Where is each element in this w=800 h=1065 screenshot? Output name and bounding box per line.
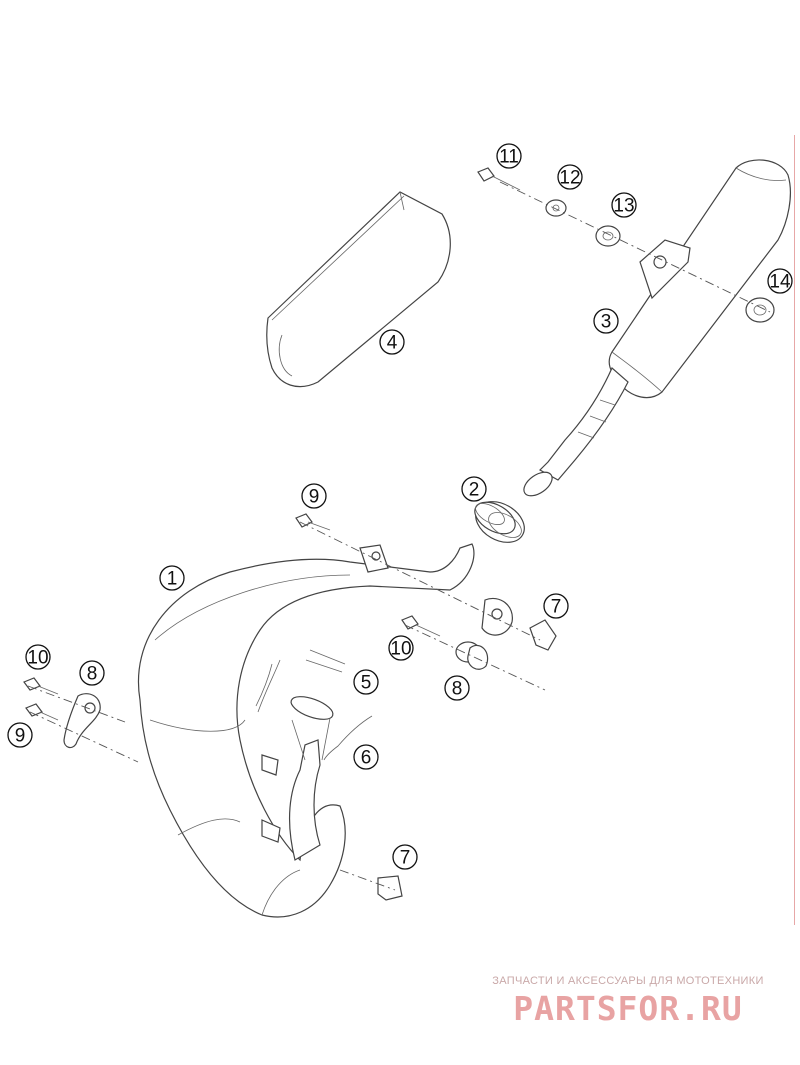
part-silencer xyxy=(523,159,791,497)
part-bolt-11 xyxy=(477,167,521,191)
part-spring-short xyxy=(323,715,373,761)
part-heat-shield xyxy=(266,191,451,388)
callout-label: 13 xyxy=(613,196,634,217)
part-coupling xyxy=(474,501,525,543)
part-grommet-13 xyxy=(595,225,621,247)
callout-label: 2 xyxy=(469,480,480,501)
callout-label: 7 xyxy=(400,848,411,869)
callout-label: 8 xyxy=(452,679,463,700)
callout-label: 12 xyxy=(559,168,580,189)
callout-label: 11 xyxy=(499,147,519,168)
callout-7-lower: 7 xyxy=(392,844,418,870)
part-bolt-10-left xyxy=(23,677,59,695)
callout-7-upper: 7 xyxy=(543,593,569,619)
callout-label: 14 xyxy=(769,272,791,293)
callout-5: 5 xyxy=(353,669,379,695)
callout-3: 3 xyxy=(593,308,619,334)
callout-6: 6 xyxy=(353,744,379,770)
watermark-logo: PARTSFOR.RU xyxy=(513,989,743,1028)
callout-label: 5 xyxy=(361,673,372,694)
part-bolt-9-left xyxy=(25,703,59,721)
callout-8-left: 8 xyxy=(79,660,105,686)
callout-label: 7 xyxy=(551,597,562,618)
callout-11: 11 xyxy=(496,143,522,169)
callout-label: 10 xyxy=(390,639,411,660)
callout-label: 8 xyxy=(87,664,98,685)
part-expansion-chamber xyxy=(138,543,475,918)
callout-label: 6 xyxy=(361,748,372,769)
callout-13: 13 xyxy=(611,192,637,218)
callout-1: 1 xyxy=(159,565,185,591)
watermark: ЗАПЧАСТИ И АКСЕССУАРЫ ДЛЯ МОТОТЕХНИКИ PA… xyxy=(468,975,788,1028)
watermark-tagline: ЗАПЧАСТИ И АКСЕССУАРЫ ДЛЯ МОТОТЕХНИКИ xyxy=(492,975,764,987)
callout-2: 2 xyxy=(461,476,487,502)
callout-10-right: 10 xyxy=(388,635,414,661)
part-mount-upper xyxy=(455,597,513,670)
callout-9-left: 9 xyxy=(7,722,33,748)
callout-label: 9 xyxy=(309,487,320,508)
part-mount-left xyxy=(63,693,101,749)
part-grommet-14 xyxy=(745,297,775,323)
part-spring-long xyxy=(255,649,346,713)
callout-10-left: 10 xyxy=(25,644,51,670)
part-clip-upper xyxy=(529,619,557,651)
callout-label: 3 xyxy=(601,312,612,333)
callout-label: 1 xyxy=(167,569,178,590)
callout-9-upper: 9 xyxy=(301,483,327,509)
callout-14: 14 xyxy=(767,268,793,294)
callout-label: 9 xyxy=(15,726,26,747)
callout-12: 12 xyxy=(557,164,583,190)
page-edge-line xyxy=(794,135,795,925)
assembly-axis-lines xyxy=(27,181,771,891)
part-clip-lower xyxy=(377,875,403,901)
callout-8-right: 8 xyxy=(444,675,470,701)
callout-label: 10 xyxy=(27,648,48,669)
callout-4: 4 xyxy=(379,329,405,355)
part-bolt-9-upper xyxy=(295,513,331,531)
callout-label: 4 xyxy=(387,333,398,354)
part-washer-12 xyxy=(545,199,567,217)
